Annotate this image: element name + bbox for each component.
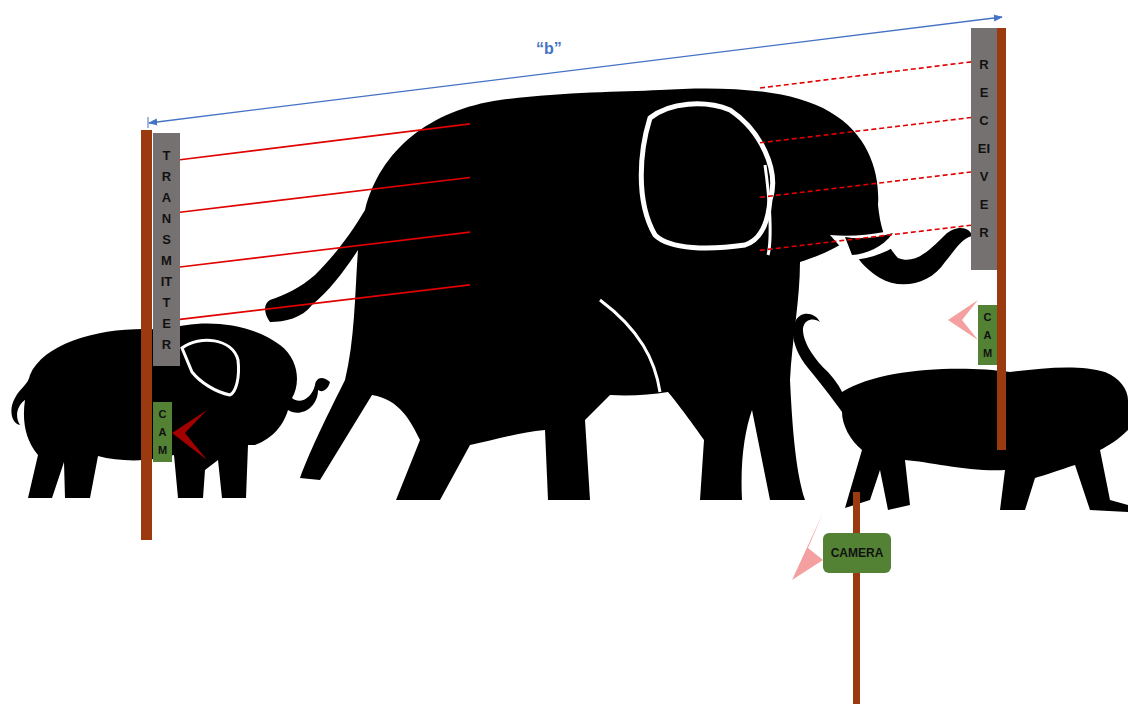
dimension-label: “b” xyxy=(534,40,564,58)
camera-pole xyxy=(853,492,860,704)
camera-box: CAM xyxy=(153,402,172,462)
camera-chevron xyxy=(172,410,207,460)
ir-beam xyxy=(180,225,971,319)
node-label: CAMERA xyxy=(831,546,884,560)
transmitter-pole xyxy=(141,130,152,540)
leopard xyxy=(793,314,1128,512)
node-label: RECEIVER xyxy=(978,51,991,247)
transmitter-box: TRANSMITTER xyxy=(153,133,180,366)
node-label: CAM xyxy=(157,405,168,459)
ir-beam xyxy=(180,172,971,267)
receiver-pole xyxy=(997,28,1006,450)
ir-beam xyxy=(180,118,971,213)
dimension-tick xyxy=(148,117,149,128)
camera-chevron xyxy=(948,300,978,340)
camera-chevron xyxy=(792,513,823,580)
camera-box: CAM xyxy=(978,305,997,365)
camera-box: CAMERA xyxy=(823,533,891,573)
node-label: CAM xyxy=(982,308,993,362)
node-label: TRANSMITTER xyxy=(160,145,173,355)
receiver-box: RECEIVER xyxy=(971,28,997,270)
ir-beam xyxy=(180,62,971,160)
